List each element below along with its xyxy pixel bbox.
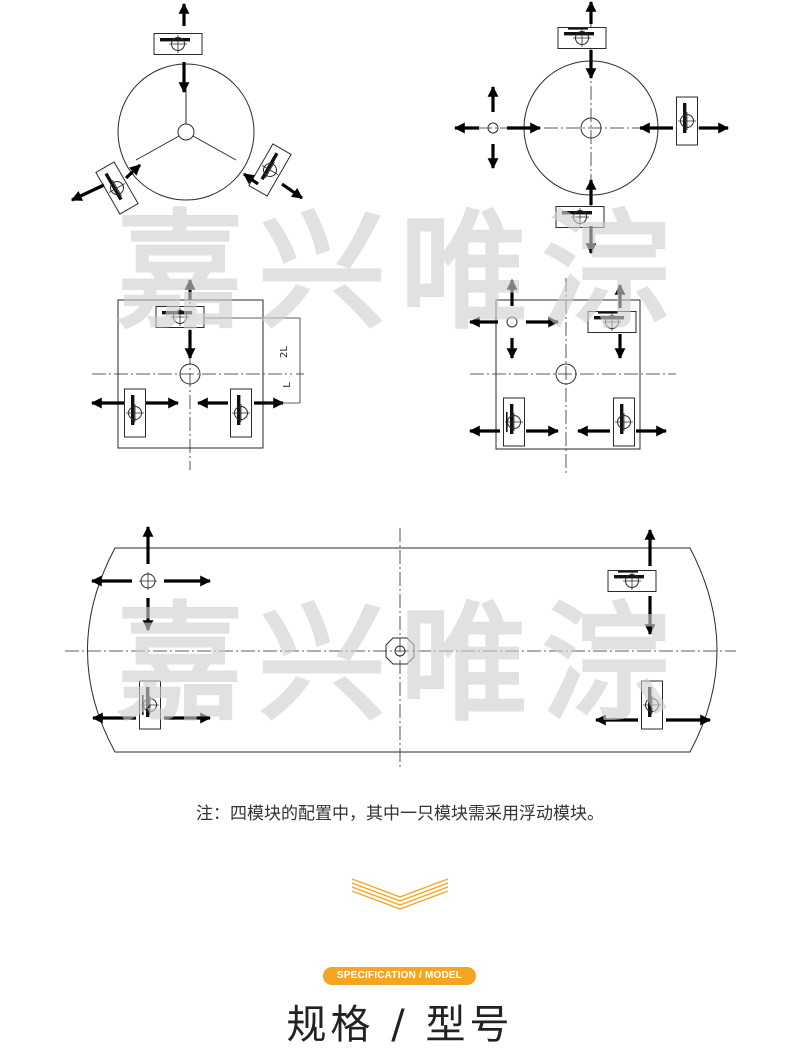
module-cell-bar — [614, 575, 644, 579]
module-cell-bar — [104, 172, 123, 201]
line — [135, 135, 180, 161]
load-module-icon — [124, 388, 146, 438]
section-title: 规格 / 型号 — [286, 1002, 514, 1048]
chevron-stroke — [351, 878, 449, 898]
module-cell-bar — [260, 152, 279, 181]
chevron-stroke — [351, 890, 449, 910]
load-module-icon — [153, 33, 203, 55]
base-outline — [495, 299, 641, 450]
module-cell-bar — [648, 687, 652, 717]
module-cell-bar — [568, 28, 588, 30]
tank-center-circle — [177, 123, 195, 141]
load-module-icon — [248, 143, 292, 197]
load-module-icon — [613, 397, 635, 447]
load-module-icon — [503, 397, 525, 447]
module-cell-bar — [562, 211, 592, 215]
dimension-label-2l: 2L — [279, 346, 290, 358]
four-module-round-tank — [453, 0, 730, 255]
module-cell-bar — [237, 395, 241, 425]
module-cell-bar — [160, 38, 190, 42]
load-module-icon — [230, 388, 252, 438]
configuration-note: 注：四模块的配置中，其中一只模块需采用浮动模块。 — [196, 804, 604, 824]
module-cell-bar — [146, 687, 150, 717]
dimension-label-l: L — [282, 382, 293, 388]
four-module-square-base — [468, 278, 676, 476]
load-module-icon — [155, 306, 205, 328]
load-module-icon — [607, 570, 657, 592]
module-cell-bar — [594, 316, 624, 320]
three-module-round-tank — [71, 2, 303, 215]
line — [112, 180, 122, 196]
four-module-horizontal-tank — [65, 525, 736, 770]
module-cell-bar — [131, 395, 135, 425]
pin-circle — [506, 316, 518, 328]
load-module-icon — [555, 206, 605, 228]
pin-circle — [487, 122, 499, 134]
load-module-icon — [95, 161, 139, 215]
module-cell-bar — [162, 311, 192, 315]
specification-model-badge: SPECIFICATION / MODEL — [323, 967, 476, 985]
tank-outline — [87, 547, 718, 753]
module-cell-bar — [598, 312, 618, 314]
tank-center-circle — [394, 645, 406, 657]
chevron-down-icon — [351, 878, 449, 910]
load-module-icon — [676, 96, 698, 146]
module-cell-bar — [618, 571, 638, 573]
module-cell-bar — [564, 32, 594, 36]
module-cell-bar — [683, 103, 687, 133]
force-arrow-icon — [71, 183, 105, 202]
line — [192, 135, 237, 161]
load-module-icon — [641, 680, 663, 730]
force-arrow-icon — [243, 172, 259, 186]
line — [265, 162, 275, 178]
load-module-icon — [557, 27, 607, 49]
load-module-icon — [587, 311, 637, 333]
module-cell-bar — [620, 404, 624, 434]
tank-center-nozzle — [385, 637, 415, 665]
force-arrow-icon — [281, 182, 303, 200]
tank-outline-circle — [117, 63, 255, 201]
three-module-square-base: 2L L — [90, 278, 304, 470]
chevron-stroke — [351, 882, 449, 902]
force-arrow-icon — [124, 163, 142, 180]
load-module-icon — [139, 680, 161, 730]
chevron-stroke — [351, 886, 449, 906]
module-cell-bar — [510, 404, 514, 434]
